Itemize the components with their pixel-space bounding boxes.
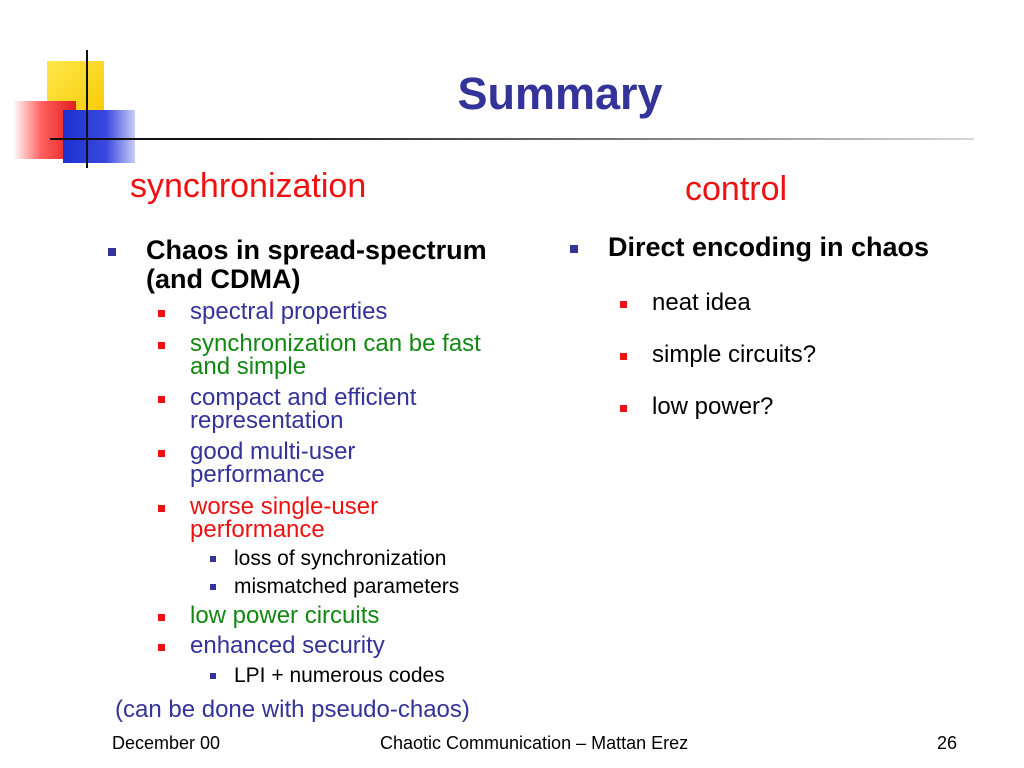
bullet-icon: [158, 505, 165, 512]
bullet-icon: [108, 248, 116, 256]
list-item-text: synchronization can be fast and simple: [190, 330, 481, 380]
bullet-icon: [210, 584, 216, 590]
list-item-text: enhanced security: [190, 632, 385, 659]
list-item-text: simple circuits?: [652, 341, 817, 368]
left-main-bullet-text: Chaos in spread-spectrum (and CDMA): [146, 235, 487, 294]
list-item-text: neat idea: [652, 289, 751, 316]
bullet-icon: [570, 245, 578, 253]
right-main-bullet-text: Direct encoding in chaos: [608, 232, 930, 262]
bullet-icon: [210, 673, 216, 679]
bullet-icon: [158, 450, 165, 457]
slide-number: 26: [937, 733, 958, 753]
bullet-icon: [620, 405, 627, 412]
bullet-icon: [158, 644, 165, 651]
bullet-icon: [158, 342, 165, 349]
footer-date: December 00: [112, 733, 221, 753]
logo-blue-square: [63, 110, 135, 163]
list-item-text: worse single-user performance: [190, 493, 379, 543]
list-item-text: compact and efficient representation: [190, 384, 417, 434]
slide-title: Summary: [457, 68, 663, 119]
sub-list-item-text: mismatched parameters: [234, 575, 460, 598]
bullet-icon: [620, 301, 627, 308]
sub-list-item-text: loss of synchronization: [234, 547, 447, 570]
title-divider-line: [50, 138, 974, 140]
bullet-icon: [620, 353, 627, 360]
list-item-text: good multi-user performance: [190, 438, 356, 488]
list-item-text: spectral properties: [190, 298, 388, 325]
sub-list-item-text: LPI + numerous codes: [234, 664, 445, 687]
footer-title: Chaotic Communication – Mattan Erez: [380, 733, 689, 753]
heading-control: control: [685, 170, 788, 208]
logo-vertical-line: [86, 50, 88, 168]
list-item-text: low power circuits: [190, 602, 380, 629]
bullet-icon: [158, 310, 165, 317]
bullet-icon: [158, 614, 165, 621]
bullet-icon: [210, 556, 216, 562]
pseudo-chaos-note: (can be done with pseudo-chaos): [115, 696, 470, 723]
bullet-icon: [158, 396, 165, 403]
list-item-text: low power?: [652, 393, 774, 420]
heading-synchronization: synchronization: [130, 167, 367, 205]
